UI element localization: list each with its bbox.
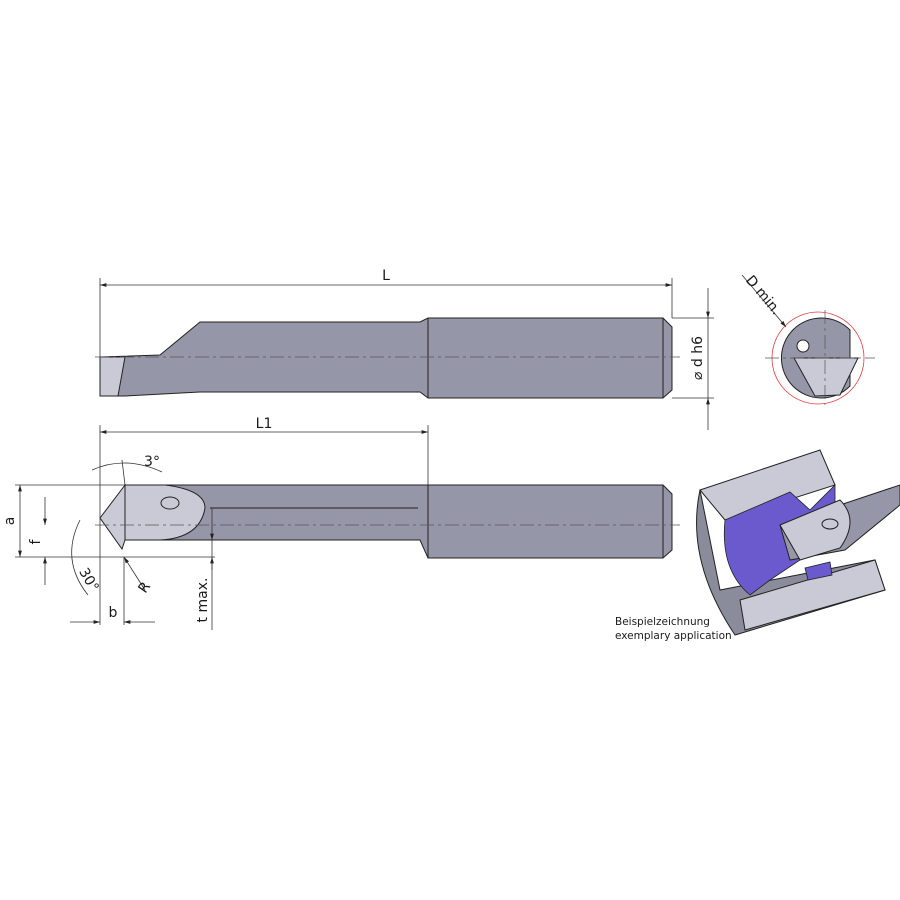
side-view-tool bbox=[95, 317, 680, 399]
caption-german: Beispielzeichnung bbox=[615, 616, 710, 628]
label-b: b bbox=[109, 605, 118, 621]
label-L1: L1 bbox=[256, 416, 273, 432]
label-angle-30: 30° bbox=[75, 565, 101, 595]
label-d-h6: ⌀ d h6 bbox=[690, 336, 706, 380]
label-t-max: t max. bbox=[195, 578, 211, 623]
label-angle-3: 3° bbox=[144, 454, 160, 470]
label-L: L bbox=[382, 268, 390, 284]
dimension-L: L bbox=[99, 268, 673, 357]
dimension-L1: L1 bbox=[99, 416, 429, 625]
top-view-tool bbox=[95, 483, 680, 559]
exemplary-application-3d: Beispielzeichnung exemplary application bbox=[615, 449, 900, 642]
caption-english: exemplary application bbox=[615, 630, 732, 642]
label-f: f bbox=[28, 538, 44, 544]
end-view: D min. bbox=[741, 273, 875, 405]
label-D-min: D min. bbox=[742, 273, 784, 319]
tip-dimensions: 3° a f 30° R b t max. bbox=[2, 454, 215, 630]
label-a: a bbox=[2, 517, 18, 526]
label-R: R bbox=[135, 579, 154, 596]
dimension-d-h6: ⌀ d h6 bbox=[672, 288, 714, 430]
